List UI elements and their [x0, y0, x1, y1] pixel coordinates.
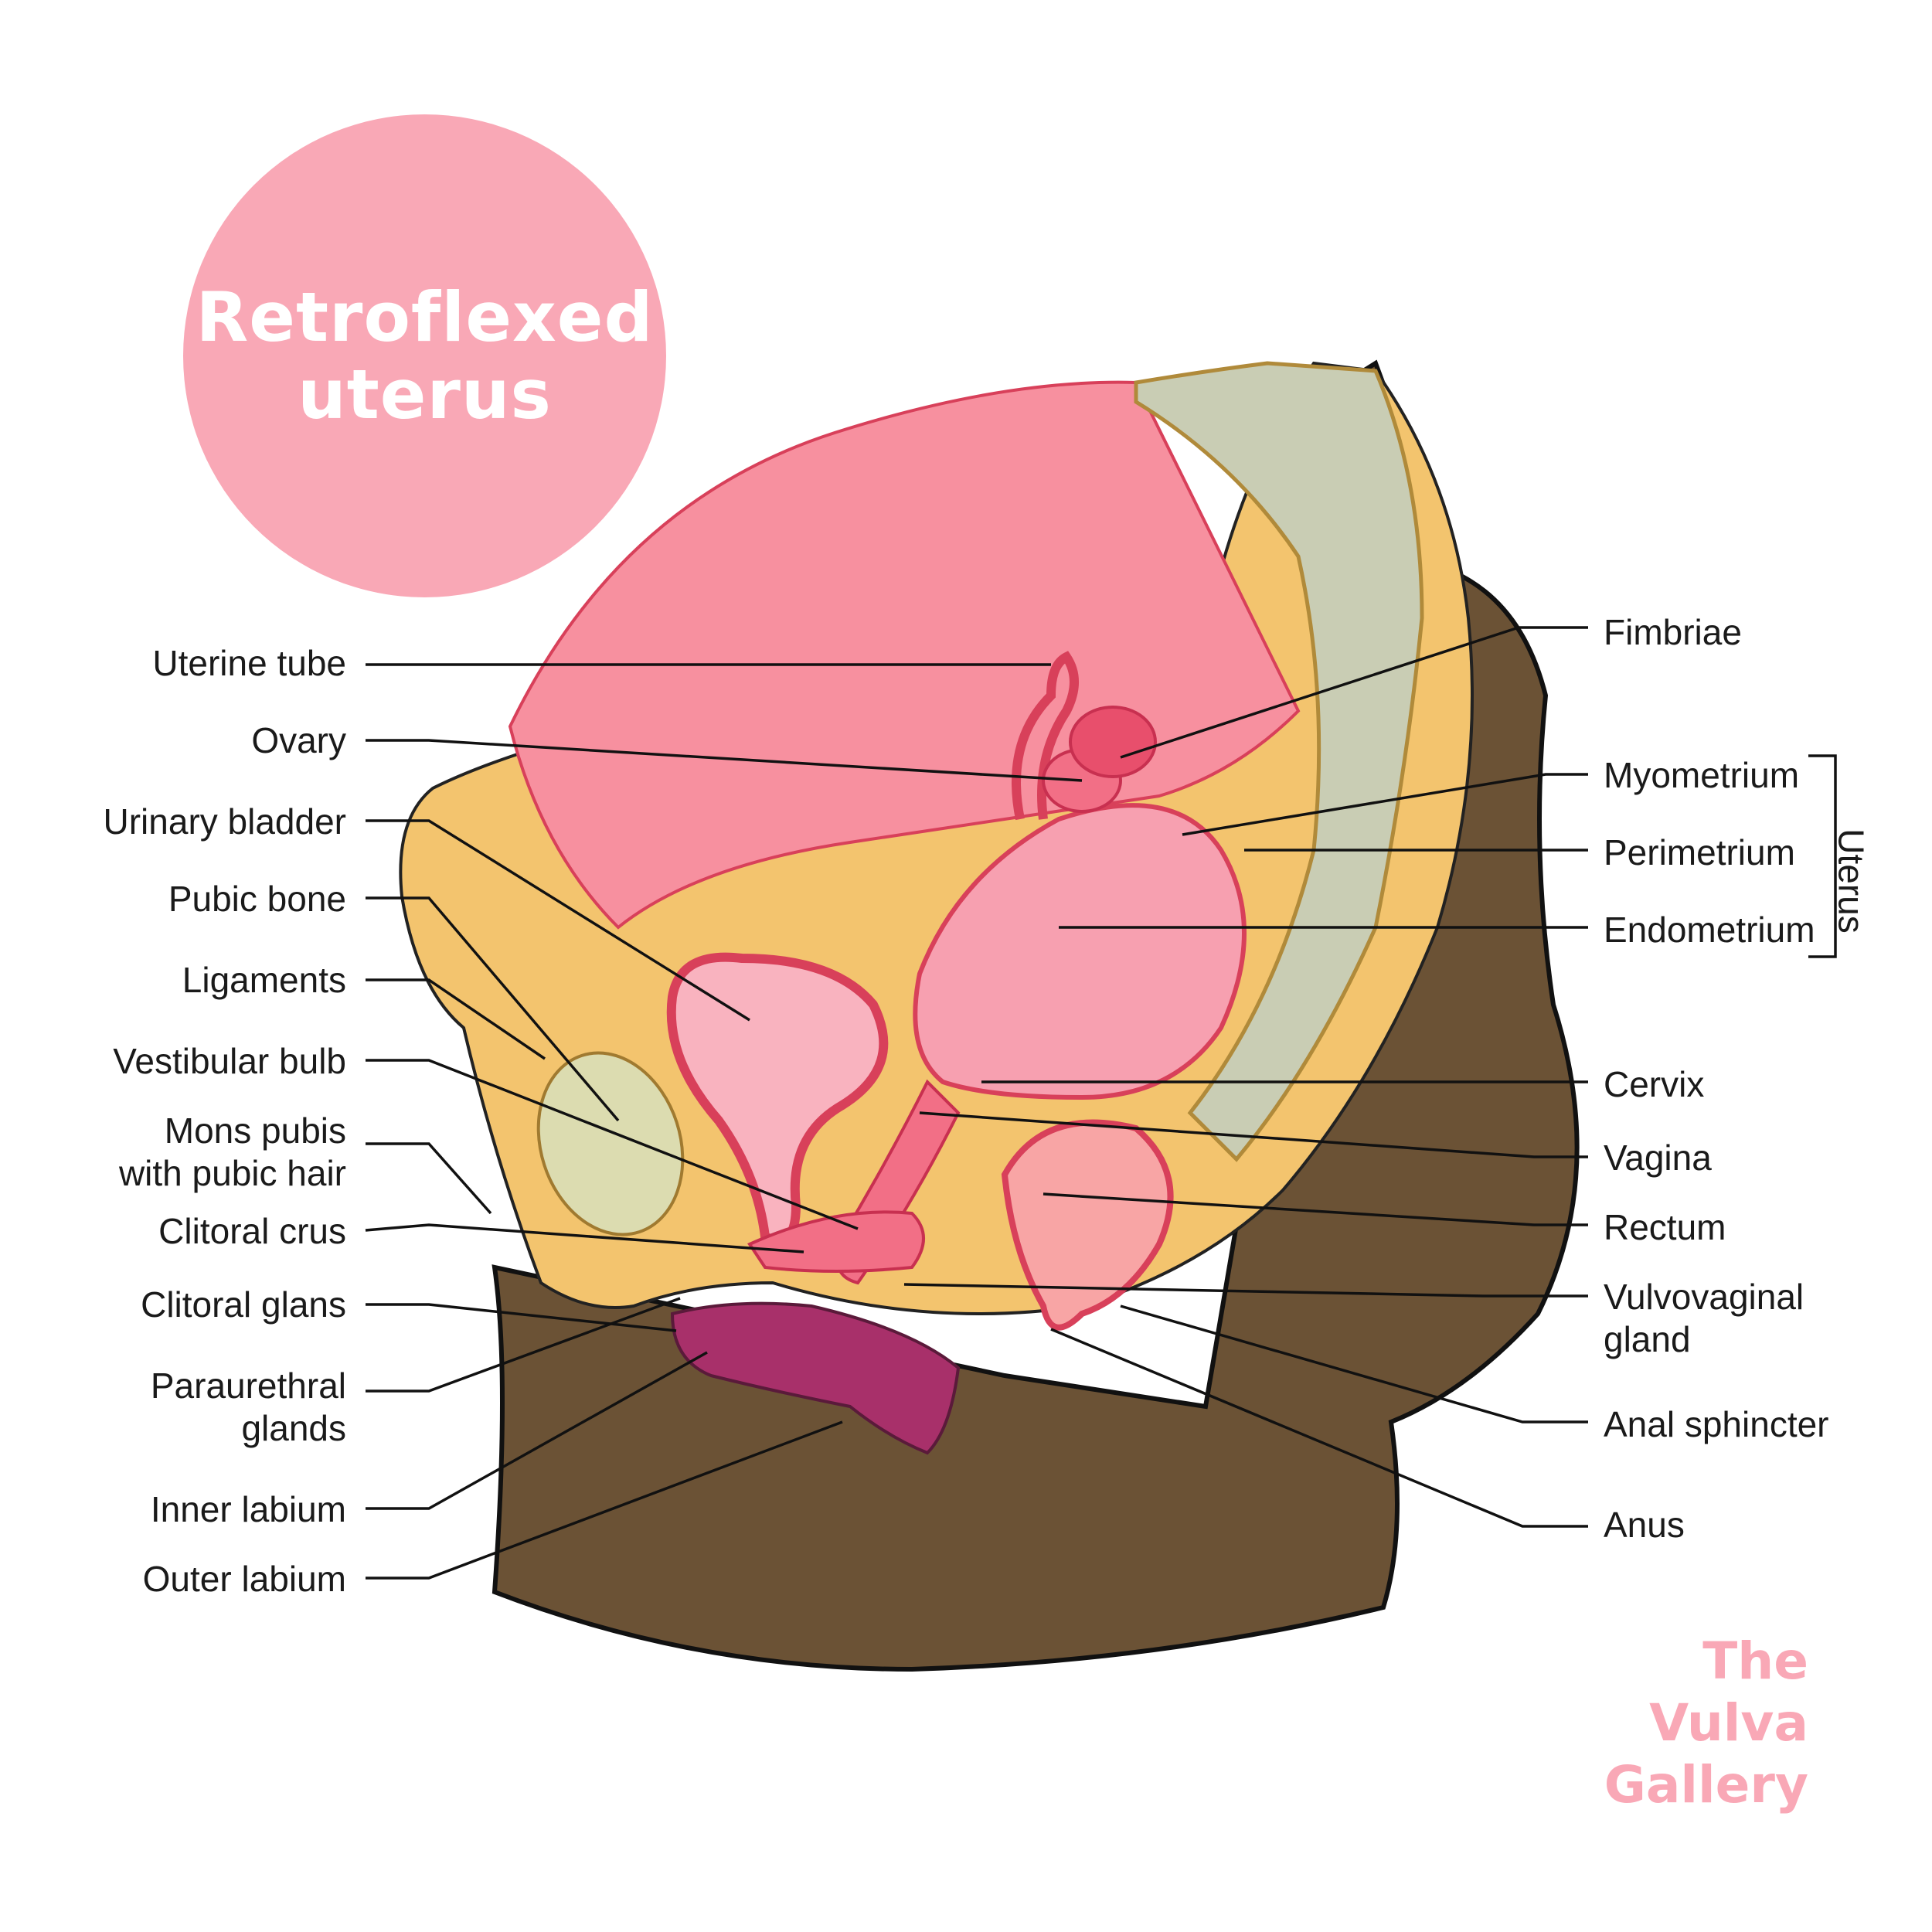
brand-line-2: Vulva	[1604, 1692, 1808, 1754]
label-perimetrium: Perimetrium	[1604, 831, 1795, 874]
uterus-bracket-label: Uterus	[1833, 804, 1870, 958]
brand-line-3: Gallery	[1604, 1754, 1808, 1816]
label-urinary-bladder: Urinary bladder	[104, 800, 346, 843]
label-myometrium: Myometrium	[1604, 753, 1799, 797]
label-clitoral-glans: Clitoral glans	[141, 1283, 346, 1326]
label-anus: Anus	[1604, 1503, 1685, 1546]
label-mons-pubis: Mons pubis	[165, 1109, 346, 1152]
brand-logo: The Vulva Gallery	[1604, 1631, 1808, 1816]
label-uterine-tube: Uterine tube	[152, 641, 346, 685]
label-vagina: Vagina	[1604, 1136, 1712, 1179]
label-pubic-bone: Pubic bone	[168, 877, 346, 920]
label-paraurethral-glands-line2: glands	[241, 1406, 346, 1450]
uterus-bracket-text: Uterus	[1831, 828, 1872, 933]
brand-line-1: The	[1604, 1631, 1808, 1692]
label-vulvovaginal-gland-line2: gland	[1604, 1318, 1691, 1361]
title-line-1: Retroflexed	[196, 279, 654, 356]
label-ligaments: Ligaments	[182, 958, 346, 1002]
label-anal-sphincter: Anal sphincter	[1604, 1403, 1829, 1446]
fimbriae-shape	[1070, 707, 1155, 777]
title-badge: Retroflexed uterus	[183, 114, 666, 597]
label-vestibular-bulb: Vestibular bulb	[113, 1039, 346, 1083]
label-endometrium: Endometrium	[1604, 908, 1815, 951]
title-line-2: uterus	[298, 356, 552, 434]
label-paraurethral-glands: Paraurethral	[151, 1364, 346, 1407]
label-clitoral-crus: Clitoral crus	[158, 1209, 346, 1253]
label-inner-labium: Inner labium	[151, 1488, 346, 1531]
label-vulvovaginal-gland: Vulvovaginal	[1604, 1275, 1804, 1318]
label-rectum: Rectum	[1604, 1206, 1726, 1249]
label-ovary: Ovary	[251, 719, 346, 762]
label-mons-pubis-line2: with pubic hair	[119, 1151, 346, 1195]
label-fimbriae: Fimbriae	[1604, 611, 1742, 654]
label-cervix: Cervix	[1604, 1063, 1704, 1106]
label-outer-labium: Outer labium	[143, 1557, 346, 1600]
